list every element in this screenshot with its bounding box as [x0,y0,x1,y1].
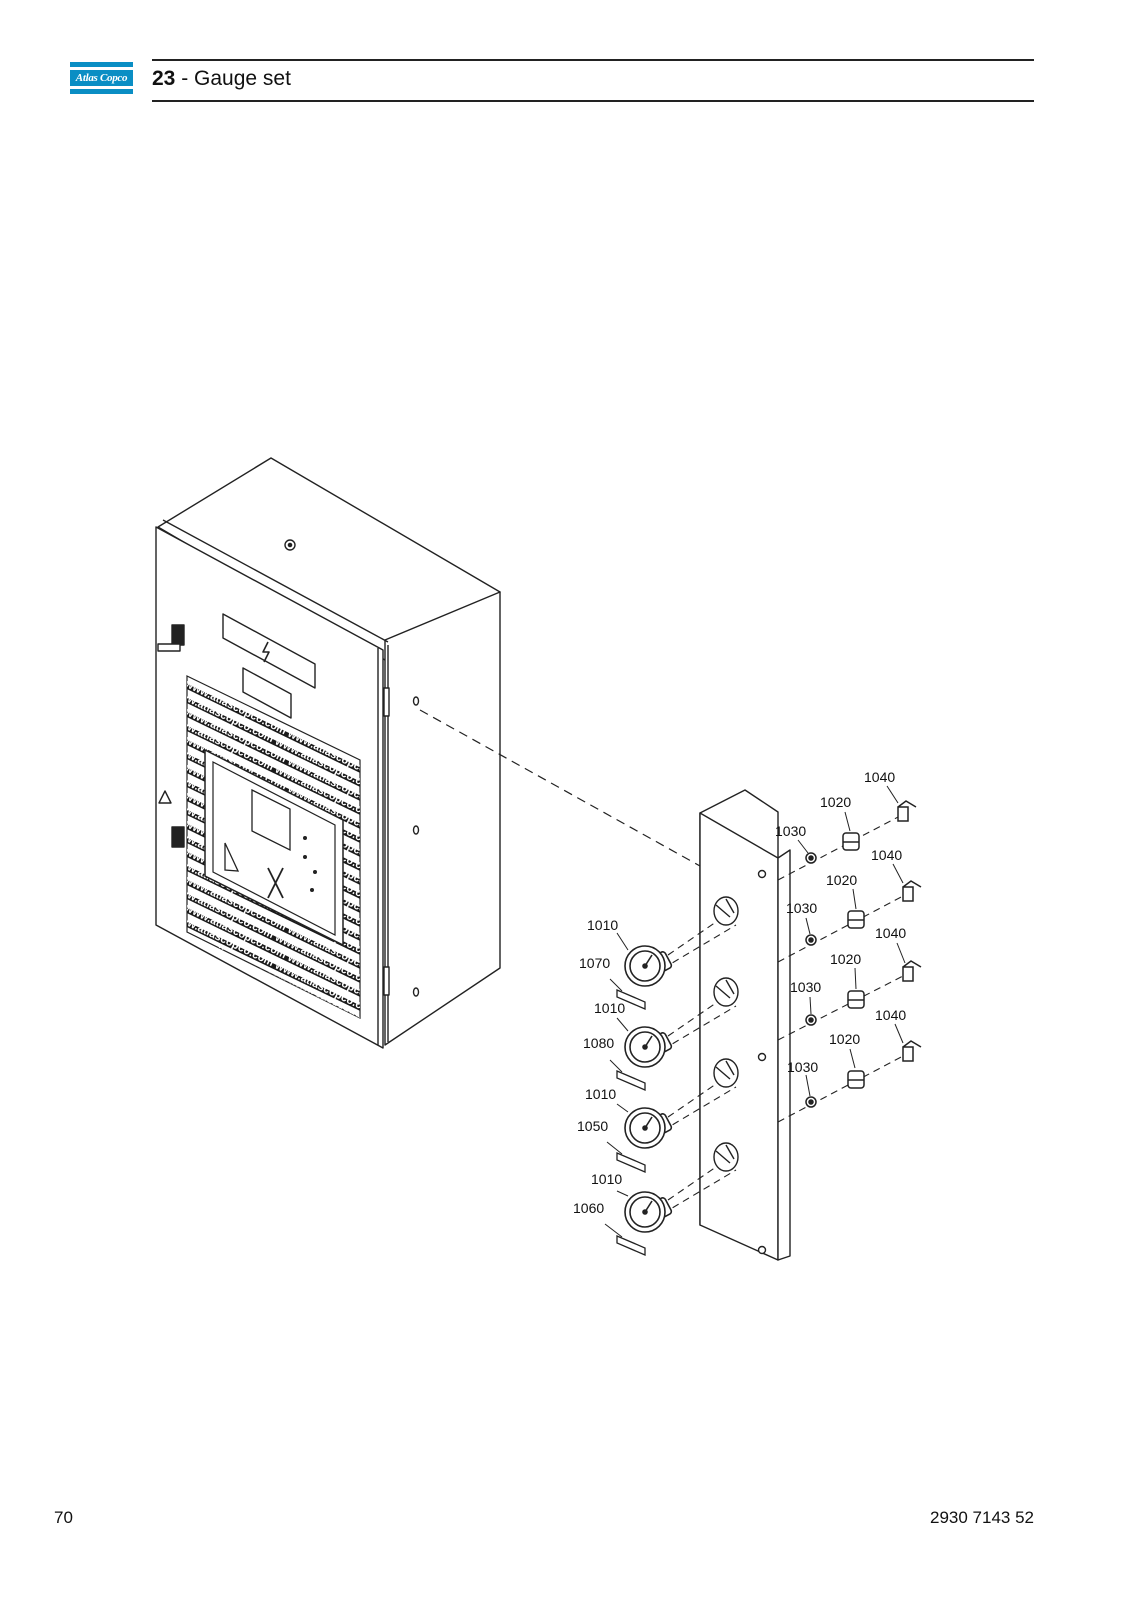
name-plate [242,667,292,719]
callout-1010-gauge3: 1010 [585,1086,616,1102]
title-separator: - [175,67,195,90]
callout-1050: 1050 [577,1118,608,1134]
page-number: 70 [54,1508,73,1527]
callout-1010-gauge1: 1010 [587,917,618,933]
callout-1040-row1: 1040 [864,769,895,785]
callout-1040-row3: 1040 [875,925,906,941]
page-title: 23 - Gauge set [152,66,291,92]
callout-1080: 1080 [583,1035,614,1051]
controller-display [251,788,291,852]
callout-1020-row4: 1020 [829,1031,860,1047]
header-rule-bottom [152,100,1034,102]
atlas-copco-logo: Atlas Copco [70,62,133,94]
callout-1060: 1060 [573,1200,604,1216]
callout-1070: 1070 [579,955,610,971]
gauge-label-plate-2 [616,1070,646,1091]
assembly-leader-line [419,709,701,867]
pressure-gauge-4 [624,1191,673,1233]
document-number: 2930 7143 52 [930,1508,1034,1527]
gauge-labels [616,989,646,1256]
section-title: Gauge set [194,67,291,90]
section-number: 23 [152,67,176,90]
gauge-mounting-plate [699,789,791,1261]
header-rule-top [152,59,1034,61]
callout-1010-gauge4: 1010 [591,1171,622,1187]
logo-wordmark: Atlas Copco [75,72,128,84]
door-handle-upper [157,624,185,652]
warning-triangle-icon [158,790,172,804]
cabinet-side-face [384,591,501,1046]
gauge-label-plate-4 [616,1235,646,1256]
fittings [805,800,922,1108]
callout-1030-row4: 1030 [787,1059,818,1075]
callout-1040-row2: 1040 [871,847,902,863]
callout-1020-row1: 1020 [820,794,851,810]
warning-label [222,613,316,689]
gauge-label-plate-1 [616,989,646,1010]
pressure-gauge-2 [624,1026,673,1068]
gauge-label-plate-3 [616,1152,646,1173]
callout-1030-row1: 1030 [775,823,806,839]
callout-1040-row4: 1040 [875,1007,906,1023]
callout-1020-row2: 1020 [826,872,857,888]
callout-leaders [604,785,906,1238]
callout-1030-row3: 1030 [790,979,821,995]
pressure-gauge-1 [624,945,673,987]
callout-1030-row2: 1030 [786,900,817,916]
callout-1020-row3: 1020 [830,951,861,967]
pressure-gauge-3 [624,1107,673,1149]
callout-1010-gauge2: 1010 [594,1000,625,1016]
callout-numbers: 1040 1020 1030 1040 1020 1030 1040 1020 … [573,769,906,1216]
door-handle-lower [171,826,185,848]
pressure-gauges [624,945,673,1233]
